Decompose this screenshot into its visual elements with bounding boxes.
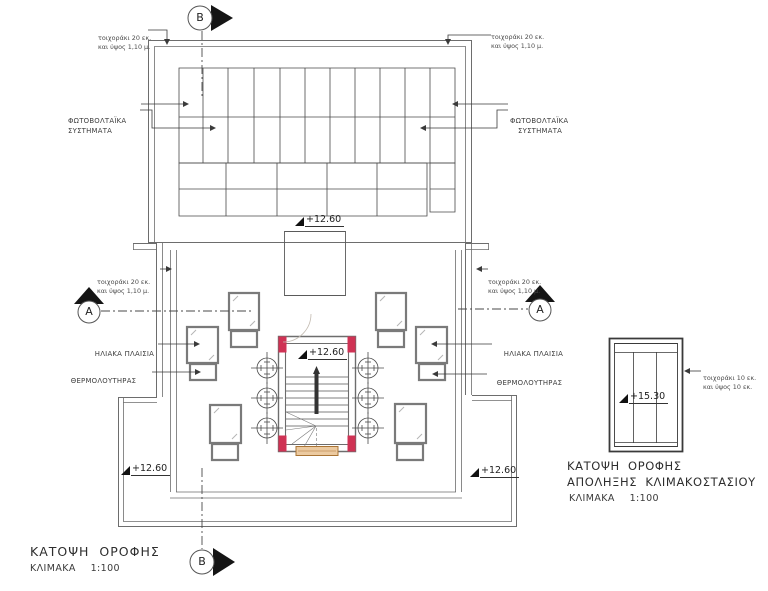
stair-columns — [278, 336, 356, 452]
label-solar-left: ΗΛΙΑΚΑ ΠΛΑΙΣΙΑ — [94, 350, 155, 358]
vent-symbols — [251, 352, 384, 444]
roof-parapet-middle — [133, 243, 489, 498]
label-heater-left: ΘΕΡΜΟΛΟΥΤΗΡΑΣ — [70, 377, 137, 385]
level-marker-roof-top: +12.60 — [295, 214, 345, 227]
roof-parapet-top-block — [149, 41, 472, 243]
stair-plan-title-line1: ΚΑΤΟΨΗ ΟΡΟΦΗΣ — [567, 459, 682, 473]
note-parapet-mid-right: τοιχοράκι 20 εκ.και ύψος 1,10 μ. — [488, 278, 542, 295]
solar-unit — [395, 404, 426, 460]
level-flag-icon — [295, 216, 304, 226]
section-letter-a-right: A — [536, 303, 544, 316]
stair-plan-title-line2: ΑΠΟΛΗΞΗΣ ΚΛΙΜΑΚΟΣΤΑΣΙΟΥ — [567, 475, 756, 489]
section-marker-b-top — [187, 5, 233, 31]
stairwell — [279, 314, 356, 456]
section-marker-a-right — [525, 285, 555, 322]
note-parapet-top-left: τοιχοράκι 20 εκ.και ύψος 1,10 μ. — [98, 34, 152, 51]
label-solar-right: ΗΛΙΑΚΑ ΠΛΑΙΣΙΑ — [503, 350, 564, 358]
solar-unit — [376, 293, 406, 347]
roof-hatch — [285, 232, 346, 296]
level-marker-stair-landing: +12.60 — [298, 347, 348, 360]
solar-unit — [187, 327, 218, 380]
pv-panel-array-lower — [179, 163, 455, 216]
level-flag-icon — [619, 393, 628, 403]
vent-symbol — [352, 412, 384, 444]
solar-unit — [416, 327, 447, 380]
main-plan-scale: ΚΛΙΜΑΚΑ 1:100 — [30, 563, 120, 574]
note-parapet-stair-roof: τοιχοράκι 10 εκ.και ύψος 10 εκ. — [703, 374, 757, 391]
solar-unit — [210, 405, 241, 460]
section-letter-b-bottom: B — [198, 555, 206, 568]
terrace-outline — [118, 395, 517, 527]
pv-panel-array-upper — [179, 68, 455, 163]
vent-symbol — [352, 382, 384, 414]
vent-symbol — [251, 352, 283, 384]
level-flag-icon — [298, 349, 307, 359]
stair-winders — [286, 412, 316, 447]
vent-symbol — [251, 382, 283, 414]
section-letter-a-left: A — [85, 305, 93, 318]
leader-lines — [140, 30, 701, 377]
stair-plan-scale: ΚΛΙΜΑΚΑ 1:100 — [569, 493, 659, 504]
door-swing-arc — [283, 314, 311, 342]
label-heater-right: ΘΕΡΜΟΛΟΥΤΗΡΑΣ — [496, 379, 563, 387]
level-flag-icon — [121, 465, 130, 475]
stair-rail — [314, 374, 319, 414]
level-marker-stair-roof: +15.30 — [619, 391, 669, 404]
stair-direction-arrow — [313, 366, 320, 374]
solar-unit — [229, 293, 259, 347]
stair-roof-plan — [610, 339, 683, 452]
section-marker-a-left — [74, 287, 104, 324]
section-lines — [101, 31, 528, 549]
note-parapet-mid-left: τοιχοράκι 20 εκ.και ύψος 1,10 μ. — [97, 278, 151, 295]
section-letter-b-top: B — [196, 11, 204, 24]
vent-symbol — [251, 412, 283, 444]
solar-units — [187, 293, 447, 460]
level-marker-terrace-left: +12.60 — [121, 463, 171, 476]
vent-symbol — [352, 352, 384, 384]
main-plan-title: ΚΑΤΟΨΗ ΟΡΟΦΗΣ — [30, 544, 160, 559]
level-marker-terrace-right: +12.60 — [470, 465, 520, 478]
level-flag-icon — [470, 467, 479, 477]
section-marker-b-bottom — [189, 548, 235, 576]
note-parapet-top-right: τοιχοράκι 20 εκ.και ύψος 1,10 μ. — [491, 33, 545, 50]
